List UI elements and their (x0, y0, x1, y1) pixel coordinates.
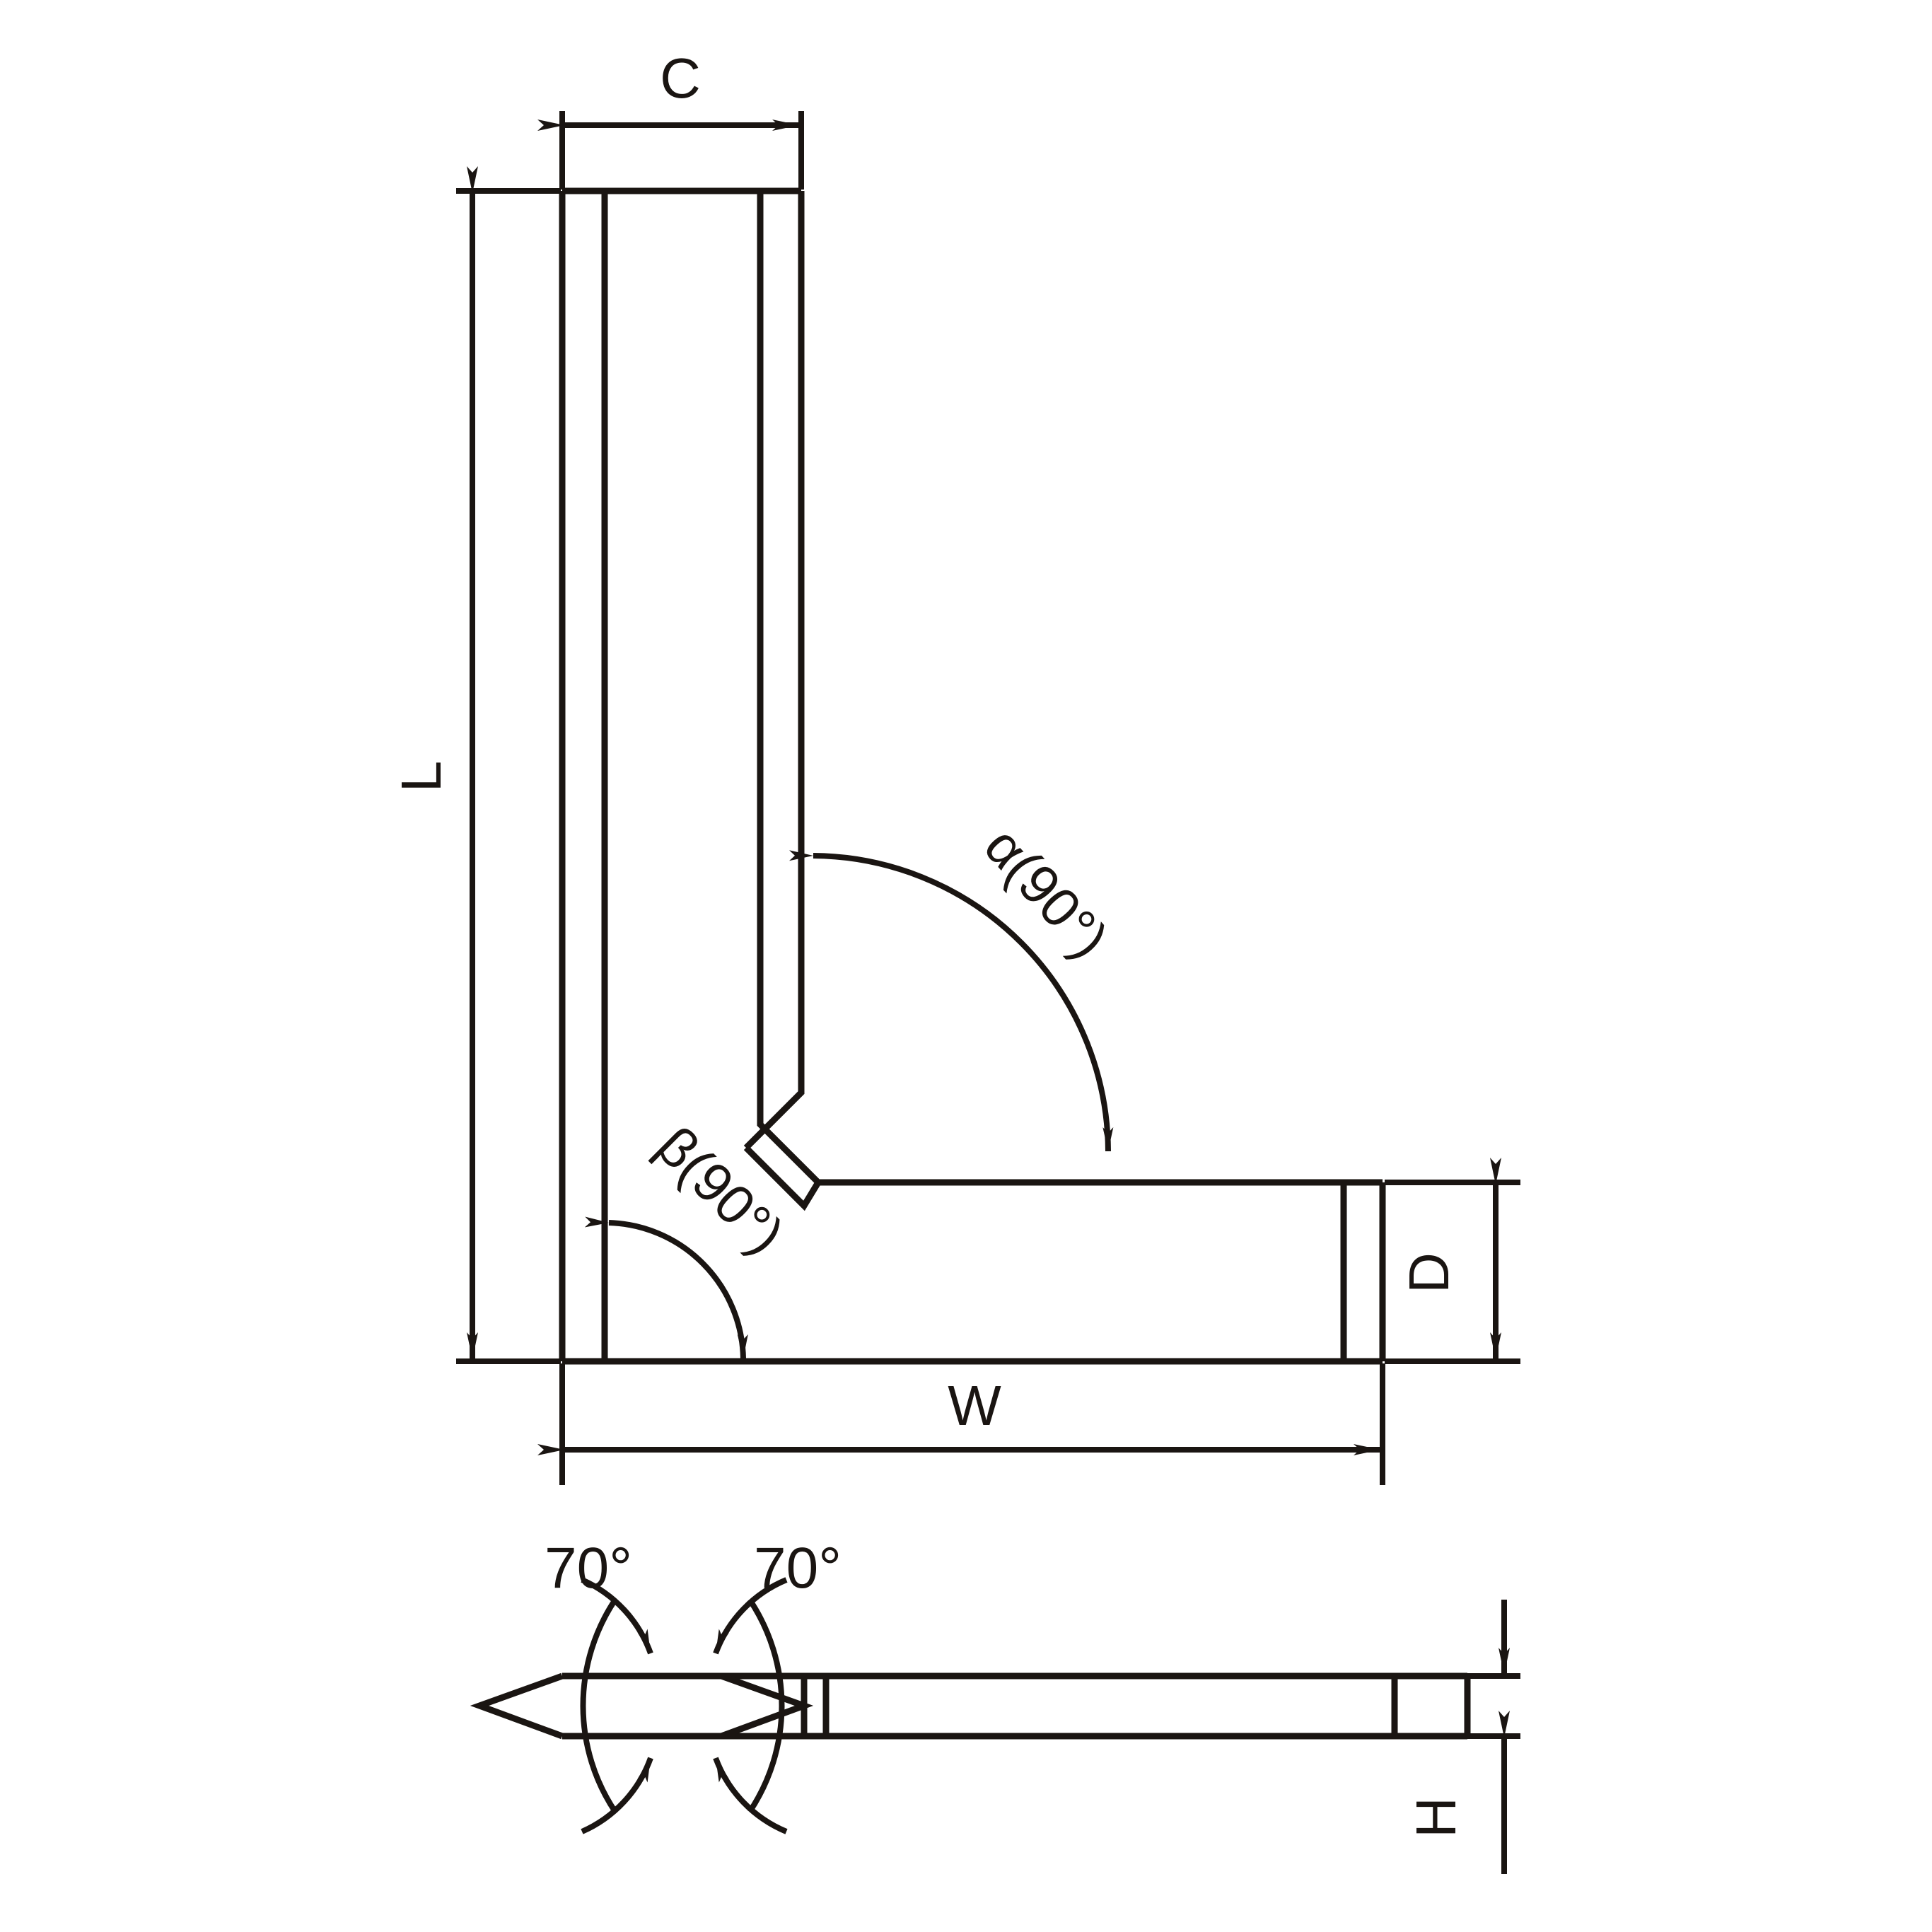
blade-chamfer-tip (743, 1145, 821, 1211)
dim-H-label: H (1404, 1797, 1467, 1838)
angle-alpha-arc (788, 850, 1114, 1152)
bottom-view-body (470, 1672, 1471, 1740)
angle-70-right-arc (747, 1598, 785, 1814)
dimension-L: L (390, 166, 561, 1364)
angle-alpha: α(90°) (788, 815, 1121, 1152)
angle-70-right-leader-bottom (713, 1757, 788, 1834)
angle-beta: β(90°) (584, 1115, 796, 1359)
blade-outer-right-edge (743, 191, 805, 1151)
front-view-body (559, 187, 1386, 1365)
angle-70-left-label: 70° (545, 1536, 632, 1600)
dim-D-label: D (1397, 1252, 1460, 1293)
angle-70-right: 70° (713, 1536, 842, 1834)
angle-70-left: 70° (545, 1536, 653, 1834)
dimension-W: W (537, 1363, 1385, 1485)
angle-70-right-leader-top (713, 1577, 788, 1655)
angle-70-right-label: 70° (754, 1536, 842, 1600)
bar-mid-bevel-point (720, 1672, 814, 1740)
dimension-H: H (1404, 1600, 1520, 1874)
blade-inner-right-line (757, 191, 821, 1185)
dim-W-label: W (948, 1374, 1001, 1437)
angle-70-left-arc (580, 1598, 618, 1814)
dimension-D: D (1385, 1158, 1520, 1364)
bar-left-bevel (470, 1672, 564, 1740)
dim-C-label: C (660, 47, 701, 110)
angle-beta-arc (584, 1216, 748, 1359)
angle-70-left-leader-top (581, 1577, 653, 1655)
dim-L-label: L (390, 761, 453, 793)
dimension-C: C (537, 47, 804, 190)
angle-alpha-label: α(90°) (972, 815, 1120, 970)
angle-70-left-leader-bottom (581, 1757, 653, 1834)
